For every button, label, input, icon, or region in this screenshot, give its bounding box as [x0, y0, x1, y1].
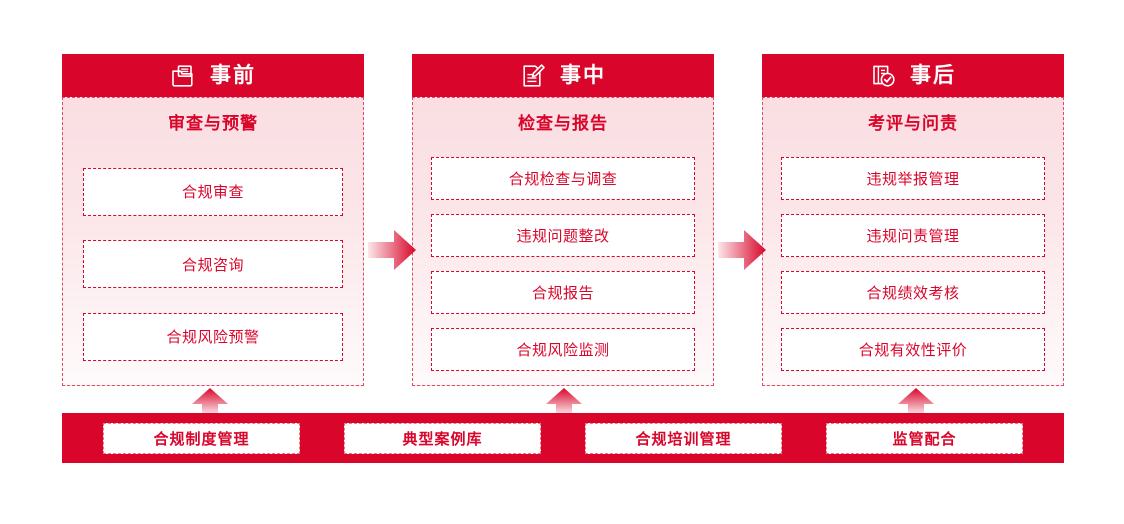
- document-edit-icon: [520, 63, 546, 89]
- list-item[interactable]: 合规有效性评价: [781, 328, 1045, 371]
- arrow-up-icon: [546, 388, 582, 416]
- stage-panel-after: 考评与问责 违规举报管理 违规问责管理 合规绩效考核 合规有效性评价: [762, 97, 1064, 386]
- arrow-up-icon: [192, 388, 228, 416]
- stage-header-before: 事前: [62, 54, 364, 97]
- list-item[interactable]: 合规风险监测: [431, 328, 695, 371]
- list-item[interactable]: 合规检查与调查: [431, 157, 695, 200]
- stage-header-after: 事后: [762, 54, 1064, 97]
- stage-column-before: 事前 审查与预警 合规审查 合规咨询 合规风险预警: [62, 54, 364, 386]
- arrow-right-icon: [368, 228, 416, 272]
- list-item[interactable]: 合规风险预警: [83, 312, 343, 361]
- foundation-item[interactable]: 典型案例库: [344, 422, 541, 454]
- foundation-item[interactable]: 合规培训管理: [585, 422, 782, 454]
- stage-subtitle: 考评与问责: [868, 114, 958, 133]
- list-item[interactable]: 违规问责管理: [781, 214, 1045, 257]
- list-item[interactable]: 合规咨询: [83, 240, 343, 288]
- stage-panel-before: 审查与预警 合规审查 合规咨询 合规风险预警: [62, 97, 364, 386]
- folder-document-icon: [170, 63, 196, 89]
- list-item[interactable]: 合规绩效考核: [781, 271, 1045, 314]
- list-item[interactable]: 合规审查: [83, 167, 343, 216]
- stage-panel-during: 检查与报告 合规检查与调查 违规问题整改 合规报告 合规风险监测: [412, 97, 714, 386]
- stage-title: 事前: [210, 64, 256, 87]
- stage-item-list: 合规检查与调查 违规问题整改 合规报告 合规风险监测: [431, 143, 695, 385]
- foundation-bar: 合规制度管理 典型案例库 合规培训管理 监管配合: [62, 413, 1064, 463]
- list-item[interactable]: 违规举报管理: [781, 157, 1045, 200]
- stage-column-during: 事中 检查与报告 合规检查与调查 违规问题整改 合规报告 合规风险监测: [412, 54, 714, 386]
- stage-column-after: 事后 考评与问责 违规举报管理 违规问责管理 合规绩效考核 合规有效性评价: [762, 54, 1064, 386]
- foundation-item[interactable]: 合规制度管理: [103, 422, 300, 454]
- stage-item-list: 合规审查 合规咨询 合规风险预警: [83, 143, 343, 385]
- stage-subtitle: 审查与预警: [168, 114, 258, 133]
- stage-item-list: 违规举报管理 违规问责管理 合规绩效考核 合规有效性评价: [781, 143, 1045, 385]
- stage-subtitle: 检查与报告: [518, 114, 608, 133]
- arrow-right-icon: [718, 228, 766, 272]
- list-item[interactable]: 违规问题整改: [431, 214, 695, 257]
- stage-title: 事后: [910, 64, 956, 87]
- list-item[interactable]: 合规报告: [431, 271, 695, 314]
- stage-header-during: 事中: [412, 54, 714, 97]
- foundation-item[interactable]: 监管配合: [826, 422, 1023, 454]
- document-check-icon: [870, 63, 896, 89]
- arrow-up-icon: [898, 388, 934, 416]
- stage-title: 事中: [560, 64, 606, 87]
